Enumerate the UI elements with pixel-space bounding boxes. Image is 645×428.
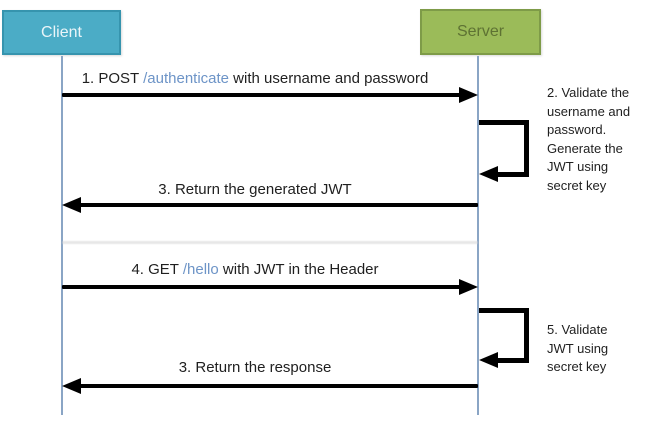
message-3-label: 3. Return the generated JWT: [158, 181, 352, 198]
message-1-suffix: with username and password: [229, 70, 429, 87]
self-call-2-top-segment: [479, 120, 529, 125]
self-call-5-arrowhead-left: [479, 352, 498, 368]
actor-box-server: Server: [420, 9, 541, 55]
message-6-arrow-shaft: [80, 384, 478, 388]
message-6-arrowhead-left: [62, 378, 81, 394]
self-call-5-note: 5. Validate JWT using secret key: [547, 322, 609, 374]
self-call-2-note: 2. Validate the username and password. G…: [547, 85, 631, 193]
message-3-arrow-shaft: [80, 203, 478, 207]
actor-label-client: Client: [41, 23, 82, 41]
self-call-2-arrowhead-left: [479, 166, 498, 182]
self-call-5-bottom-segment: [496, 358, 529, 363]
message-1-label: 1. POST /authenticate with username and …: [45, 70, 465, 87]
self-call-2-bottom-segment: [496, 172, 529, 177]
faint-divider-line: [62, 241, 478, 244]
server-lifeline: [477, 56, 479, 415]
message-4-arrowhead-right: [459, 279, 478, 295]
message-1-endpoint: /authenticate: [143, 70, 230, 87]
message-4-prefix: 4. GET: [131, 261, 183, 278]
message-4-suffix: with JWT in the Header: [218, 261, 379, 278]
message-6-label: 3. Return the response: [178, 359, 332, 376]
self-call-5-top-segment: [479, 308, 529, 313]
message-4-endpoint: /hello: [182, 261, 219, 278]
self-call-5-right-segment: [524, 308, 529, 363]
message-4-arrow-shaft: [62, 285, 460, 289]
message-1-arrowhead-right: [459, 87, 478, 103]
message-3-arrowhead-left: [62, 197, 81, 213]
message-1-prefix: 1. POST: [81, 70, 144, 87]
message-4-label: 4. GET /hello with JWT in the Header: [45, 261, 465, 278]
actor-label-server: Server: [456, 23, 505, 40]
client-lifeline: [61, 56, 63, 415]
self-call-2-right-segment: [524, 120, 529, 177]
actor-box-client: Client: [2, 10, 121, 55]
message-1-arrow-shaft: [62, 93, 460, 97]
